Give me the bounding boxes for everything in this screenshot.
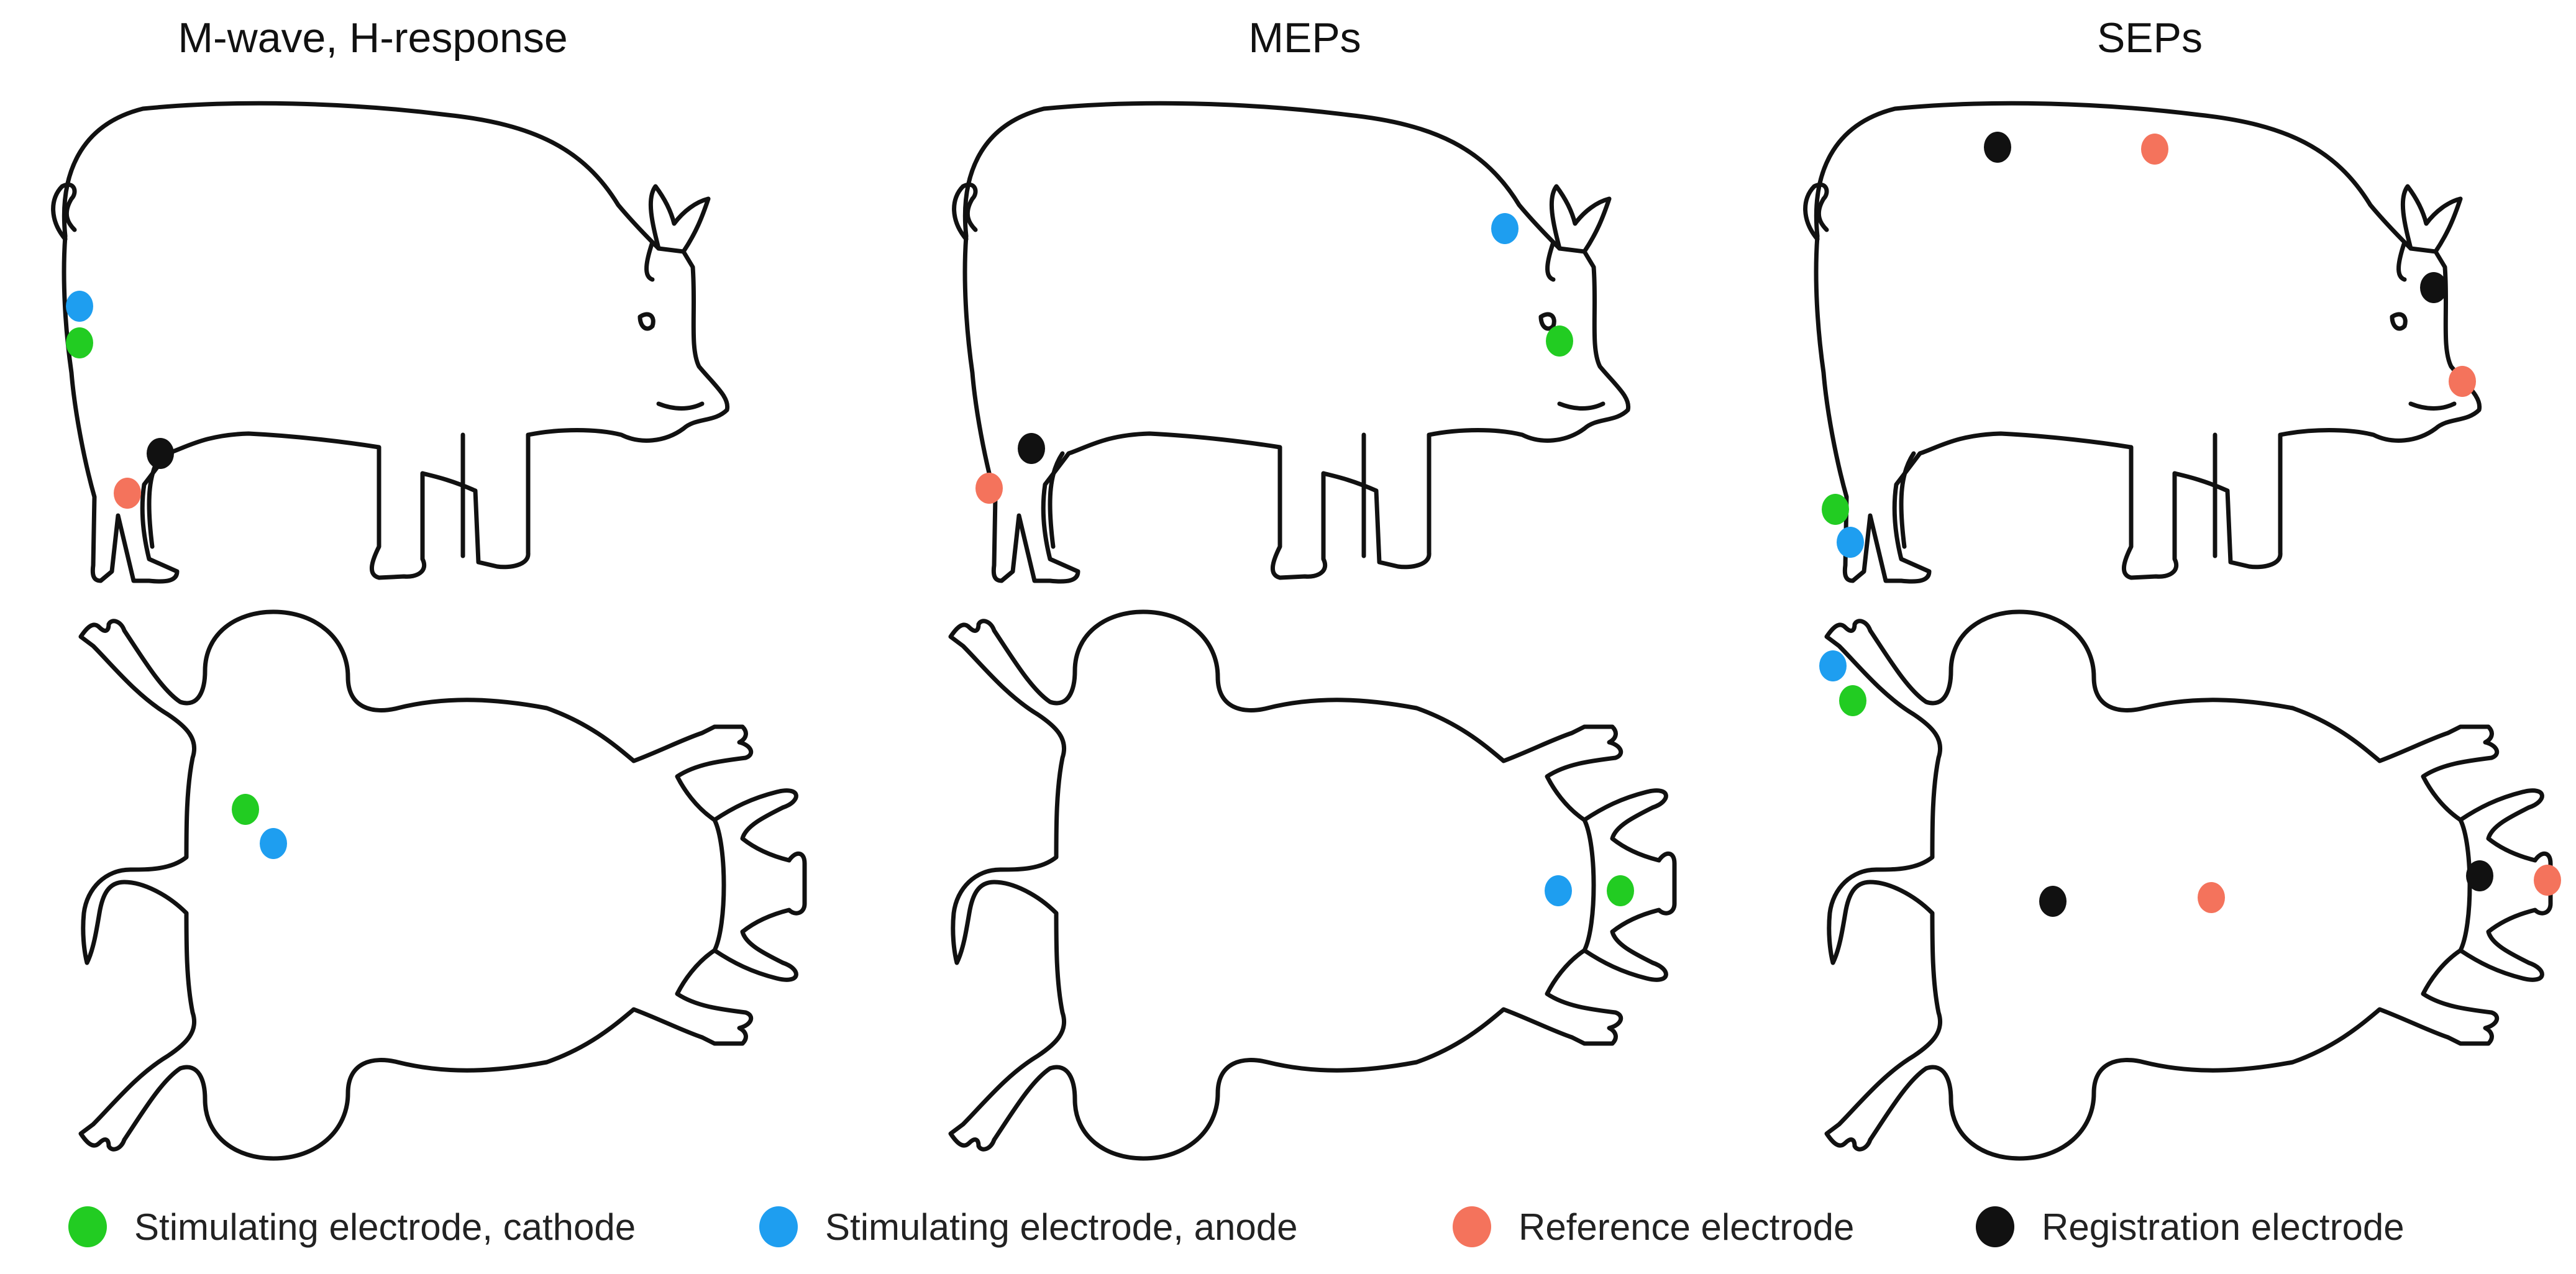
anode-dot-icon	[759, 1206, 798, 1247]
cathode-dot-icon	[68, 1206, 107, 1247]
registration-electrode-marker	[2420, 272, 2447, 303]
panel-title-m-wave: M-wave, H-response	[178, 14, 568, 61]
panel-seps	[1806, 103, 2561, 1158]
electrode-markers	[66, 291, 287, 859]
legend-label: Reference electrode	[1519, 1206, 1855, 1248]
reference-dot-icon	[1453, 1206, 1491, 1247]
legend: Stimulating electrode, cathode Stimulati…	[0, 1196, 2576, 1258]
registration-dot-icon	[1976, 1206, 2014, 1247]
legend-item-anode: Stimulating electrode, anode	[759, 1196, 1298, 1258]
pig-side-view	[53, 103, 728, 581]
pig-side-view	[1806, 103, 2480, 581]
electrode-markers	[975, 213, 1634, 906]
panel-meps	[951, 103, 1674, 1158]
legend-label: Stimulating electrode, anode	[825, 1206, 1298, 1248]
panel-title-seps: SEPs	[2096, 14, 2203, 61]
cathode-electrode-marker	[1822, 494, 1849, 525]
anode-electrode-marker	[1545, 875, 1572, 906]
registration-electrode-marker	[1984, 132, 2011, 163]
reference-electrode-marker	[2198, 882, 2225, 913]
registration-electrode-marker	[147, 438, 174, 469]
legend-label: Stimulating electrode, cathode	[134, 1206, 636, 1248]
cathode-electrode-marker	[1546, 325, 1573, 357]
anode-electrode-marker	[260, 828, 287, 859]
anode-electrode-marker	[1837, 527, 1864, 558]
anode-electrode-marker	[1819, 650, 1847, 681]
registration-electrode-marker	[2039, 886, 2067, 917]
legend-item-reference: Reference electrode	[1453, 1196, 1854, 1258]
cathode-electrode-marker	[1607, 875, 1634, 906]
pig-top-view	[1827, 612, 2551, 1158]
reference-electrode-marker	[2534, 865, 2561, 896]
cathode-electrode-marker	[1839, 685, 1866, 716]
reference-electrode-marker	[2141, 134, 2168, 165]
panel-title-meps: MEPs	[1248, 14, 1361, 61]
anode-electrode-marker	[66, 291, 93, 322]
anode-electrode-marker	[1491, 213, 1519, 244]
legend-item-registration: Registration electrode	[1976, 1196, 2405, 1258]
cathode-electrode-marker	[232, 794, 259, 825]
pig-side-view	[954, 103, 1628, 581]
reference-electrode-marker	[2449, 366, 2476, 397]
registration-electrode-marker	[1018, 433, 1045, 464]
pig-illustrations	[0, 0, 2561, 1193]
panel-m-wave-h-response	[53, 103, 805, 1158]
electrode-markers	[1819, 132, 2561, 917]
registration-electrode-marker	[2466, 860, 2493, 891]
cathode-electrode-marker	[66, 327, 93, 358]
legend-item-cathode: Stimulating electrode, cathode	[68, 1196, 636, 1258]
reference-electrode-marker	[114, 478, 141, 509]
pig-top-view	[81, 612, 805, 1158]
reference-electrode-marker	[975, 473, 1003, 504]
legend-label: Registration electrode	[2042, 1206, 2405, 1248]
